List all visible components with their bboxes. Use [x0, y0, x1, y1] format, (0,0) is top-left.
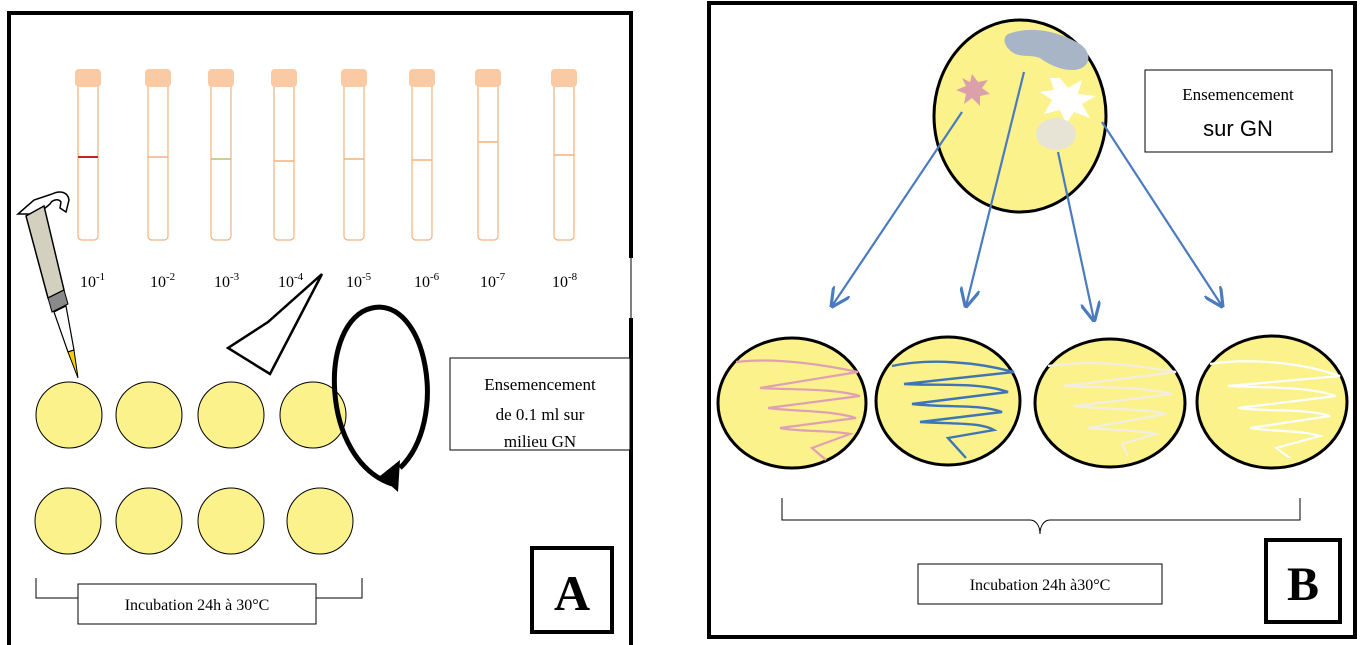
seeding-b-line1: Ensemencement [1182, 85, 1294, 104]
dilution-label: 10-6 [414, 271, 440, 291]
letter-a: A [554, 565, 590, 621]
agar-plate [115, 381, 183, 449]
pipette-icon [16, 191, 79, 379]
test-tube [409, 69, 435, 241]
streak-white [1209, 360, 1341, 459]
dilution-label: 10-4 [278, 271, 304, 291]
brace-b [781, 498, 1301, 535]
panel-a: 10-1 10-2 10-3 10-4 10-5 10-6 10-7 10-8 Ensemen… [7, 11, 636, 645]
plate-b1 [716, 336, 868, 470]
seeding-b-line2: sur GN [1203, 116, 1273, 141]
dilution-label: 10-5 [346, 271, 372, 291]
agar-plate [35, 381, 103, 449]
tube-cap [145, 69, 171, 87]
tube-cap [409, 69, 435, 87]
tube-cap [475, 69, 501, 87]
agar-plate [34, 487, 102, 555]
incubation-box-a [77, 583, 317, 625]
dilution-label: 10-2 [150, 271, 175, 291]
seeding-a-line1: Ensemencement [484, 375, 596, 394]
colony-white-star [1040, 78, 1096, 124]
incubation-b-label: Incubation 24h à30°C [970, 577, 1111, 594]
incubation-box-b [917, 563, 1163, 605]
agar-plate [115, 487, 183, 555]
letter-a-box [530, 546, 614, 634]
tube-cap [75, 69, 101, 87]
plate-b2 [874, 335, 1022, 467]
agar-plate [197, 381, 265, 449]
letter-b: B [1287, 558, 1319, 611]
source-plate [932, 18, 1108, 214]
test-tube [208, 69, 234, 241]
test-tube [475, 69, 501, 241]
test-tube [145, 69, 171, 241]
arrow-4 [1101, 121, 1222, 306]
dilution-tubes: 10-1 10-2 10-3 10-4 10-5 10-6 10-7 10-8 [75, 69, 578, 291]
streak-blue [891, 360, 1015, 459]
test-tube [271, 69, 297, 241]
seeding-a-line3: milieu GN [504, 432, 576, 451]
dilution-label: 10-1 [80, 271, 105, 291]
arrow-2 [966, 71, 1026, 306]
test-tube [75, 69, 101, 241]
transfer-arrow [225, 273, 324, 376]
dilution-label: 10-8 [552, 271, 578, 291]
colony-blue [1004, 29, 1089, 70]
plate-b4 [1195, 334, 1349, 470]
streak-light [1047, 362, 1177, 457]
seeding-box-b: Ensemencement sur GN [1144, 69, 1333, 153]
agar-plate [279, 381, 347, 449]
seeding-box-a: Ensemencement de 0.1 ml sur milieu GN [449, 357, 631, 451]
test-tube [341, 69, 367, 241]
tube-cap [271, 69, 297, 87]
plate-b3 [1033, 337, 1187, 469]
panel-b: Ensemencement sur GN [707, 1, 1357, 639]
tube-cap [341, 69, 367, 87]
tube-cap [208, 69, 234, 87]
streak-pink [735, 359, 861, 461]
incubation-a-label: Incubation 24h à 30°C [125, 597, 270, 614]
agar-plate [286, 487, 354, 555]
agar-plates [34, 381, 354, 555]
distribution-arrows [832, 71, 1222, 320]
test-tube [551, 69, 577, 241]
tube-cap [551, 69, 577, 87]
seeding-a-line2: de 0.1 ml sur [496, 405, 585, 424]
arrow-1 [832, 111, 963, 306]
agar-plate [197, 487, 265, 555]
colony-pink-star [956, 74, 990, 106]
arrow-3 [1056, 151, 1094, 320]
rotation-arrow-icon [331, 304, 430, 492]
dilution-label: 10-7 [480, 271, 506, 291]
colony-grey [1036, 118, 1076, 150]
letter-b-box [1264, 538, 1342, 624]
dilution-label: 10-3 [214, 271, 240, 291]
streaked-plates [716, 334, 1349, 470]
